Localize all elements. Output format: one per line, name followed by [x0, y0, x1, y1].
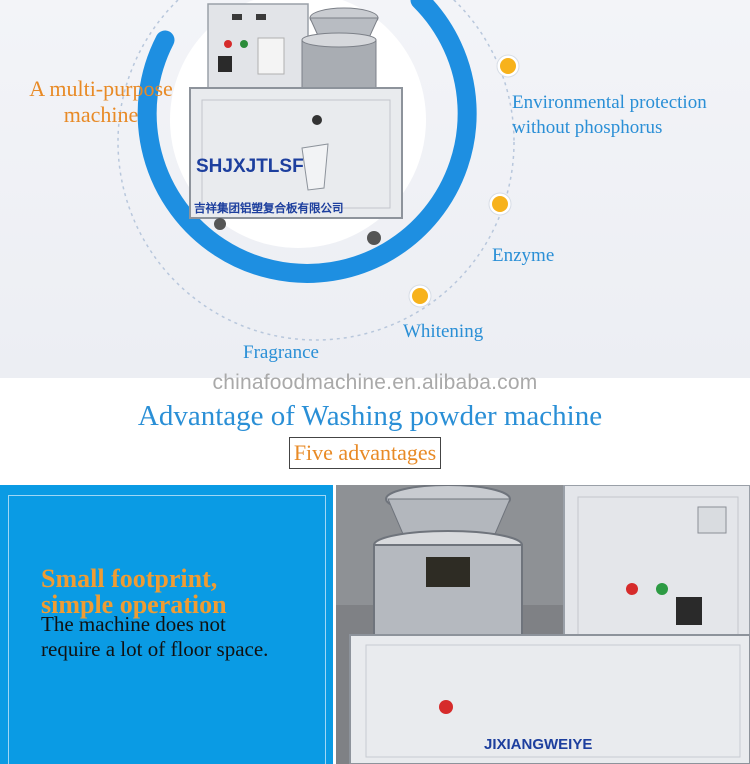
feature-environmental: Environmental protection without phospho… — [512, 90, 707, 140]
watermark: chinafoodmachine.en.alibaba.com — [212, 371, 538, 394]
washing-powder-machine-image: SHJXJTLSFF 吉祥集团铝塑复合板有限公司 — [189, 3, 403, 245]
feature-environmental-line2: without phosphorus — [512, 117, 663, 138]
feature-whitening: Whitening — [403, 321, 484, 342]
feature-enzyme: Enzyme — [492, 245, 555, 266]
feature-dot — [496, 54, 520, 78]
section-subtitle-wrap: Five advantages — [0, 437, 730, 469]
feature-dot — [488, 192, 512, 216]
advantage-description-line2: require a lot of floor space. — [41, 637, 269, 661]
advantage-description-line1: The machine does not — [41, 612, 226, 636]
section-subtitle: Five advantages — [288, 437, 442, 469]
feature-fragrance: Fragrance — [243, 342, 319, 363]
hero-headline-line2: machine — [63, 102, 139, 127]
advantage-description: The machine does not require a lot of fl… — [41, 612, 268, 662]
photo-plate-text: JIXIANGWEIYE — [484, 736, 592, 753]
advantage-panel-frame — [8, 495, 326, 764]
machine-plate-text: SHJXJTLSFF — [196, 156, 315, 177]
machine-photo-image: JIXIANGWEIYE — [336, 485, 750, 764]
advantage-panel — [0, 485, 333, 764]
hero-headline: A multi-purpose machine — [12, 76, 190, 128]
section-title: Advantage of Washing powder machine — [137, 400, 603, 432]
advantage-heading-line2: simple operation — [41, 590, 227, 619]
hero-headline-line1: A multi-purpose — [29, 76, 173, 101]
advantage-heading-line1: Small footprint, — [41, 564, 218, 593]
blue-arc — [137, 0, 477, 283]
machine-photo: JIXIANGWEIYE — [336, 485, 750, 764]
advantage-heading: Small footprint, simple operation — [41, 566, 227, 618]
hero-banner: SHJXJTLSFF 吉祥集团铝塑复合板有限公司 A multi-purpose… — [0, 0, 750, 378]
feature-environmental-line1: Environmental protection — [512, 92, 707, 113]
outer-ring — [117, 0, 515, 341]
feature-dot — [408, 284, 432, 308]
machine-company-text: 吉祥集团铝塑复合板有限公司 — [194, 201, 344, 215]
